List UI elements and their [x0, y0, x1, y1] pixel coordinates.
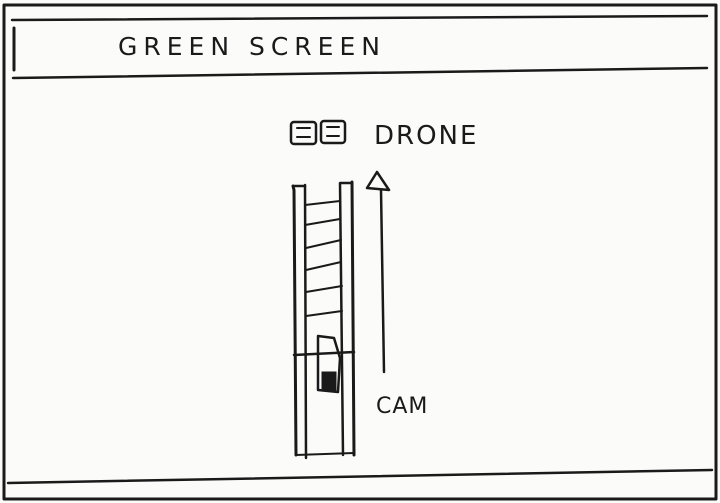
outer-border [4, 5, 716, 499]
header-bottom-line [13, 68, 707, 78]
footer-line [8, 470, 712, 483]
up-arrow-icon [367, 172, 389, 372]
track-ladder [293, 182, 354, 458]
window-title: GREEN SCREEN [118, 32, 386, 61]
drone-label: DRONE [374, 121, 478, 151]
header-top-line [12, 16, 707, 20]
camera-carriage [318, 336, 340, 392]
cam-label: CAM [376, 394, 428, 419]
drone-icon [291, 121, 345, 144]
